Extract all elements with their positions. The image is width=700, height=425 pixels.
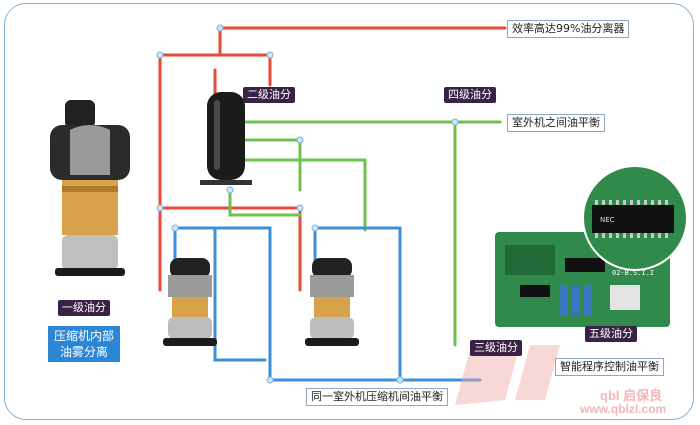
watermark-logo: [455, 345, 560, 405]
smart-control-label: 智能程序控制油平衡: [555, 358, 664, 376]
level2-tag: 二级油分: [243, 87, 295, 103]
watermark-url: www.qblzl.com: [580, 402, 667, 416]
chip-brand-text: NEC: [600, 216, 615, 224]
same-unit-balance-label: 同一室外机压缩机间油平衡: [306, 388, 448, 406]
red-pipe-riser: [158, 26, 222, 292]
chip-zoom-icon: NEC: [582, 165, 688, 271]
outdoor-balance-label: 室外机之间油平衡: [507, 114, 605, 132]
green-pipe-loop: [228, 188, 302, 217]
oil-separator-icon: [200, 92, 252, 185]
compressor-2-icon: [305, 258, 359, 346]
blue-pipe-left-loop: [213, 226, 267, 362]
compressor-internal-line2: 油雾分离: [59, 345, 108, 359]
blue-pipe-comp1-top: [173, 226, 272, 382]
pipe-fittings: [156, 24, 459, 384]
large-compressor-icon: [50, 100, 130, 276]
level5-tag: 五级油分: [585, 326, 637, 342]
compressor-internal-label: 压缩机内部 油雾分离: [48, 326, 120, 362]
compressor-1-icon: [163, 258, 217, 346]
pcb-code-text: 02-B.S.I.I: [612, 269, 654, 277]
green-pipe-mid: [243, 158, 367, 232]
level4-tag: 四级油分: [444, 87, 496, 103]
compressor-internal-line1: 压缩机内部: [54, 329, 115, 343]
separator-efficiency-label: 效率高达99%油分离器: [507, 20, 630, 38]
red-pipe-to-separator: [218, 53, 272, 87]
level3-tag: 三级油分: [470, 340, 522, 356]
blue-pipe-comp2-top: [313, 226, 402, 382]
watermark-brand: qbl 启保良: [600, 388, 663, 403]
blue-pipes: [173, 226, 482, 382]
level1-tag: 一级油分: [58, 300, 110, 316]
